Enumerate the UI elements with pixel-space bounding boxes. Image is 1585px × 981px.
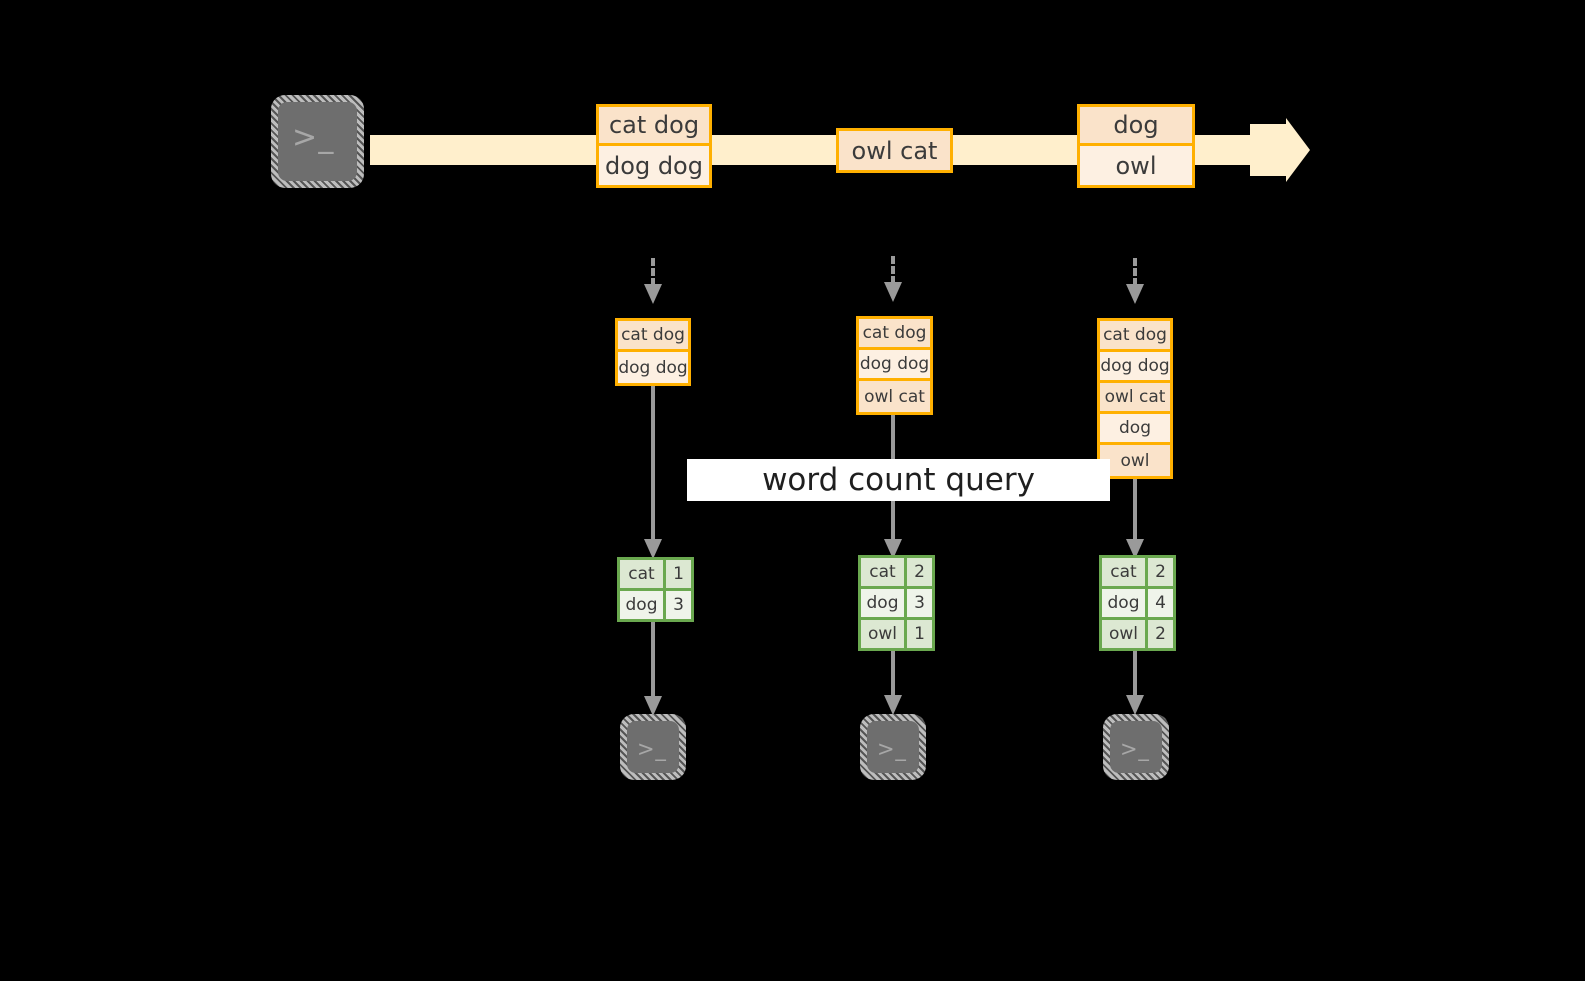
sink-terminal-icon-1: >_ xyxy=(620,714,686,780)
table-row: owl 2 xyxy=(1102,620,1173,648)
query-label-band: word count query xyxy=(687,459,1110,501)
word-cell: dog xyxy=(1102,589,1148,617)
count-cell: 3 xyxy=(907,589,932,617)
connector-line xyxy=(1133,651,1137,697)
word-cell: cat xyxy=(620,560,666,588)
state-row: cat dog xyxy=(618,321,688,352)
terminal-screen xyxy=(627,721,679,773)
stream-event-line: owl cat xyxy=(839,131,950,170)
word-cell: cat xyxy=(861,558,907,586)
result-table-3: cat 2 dog 4 owl 2 xyxy=(1099,555,1176,651)
terminal-prompt-glyph: >_ xyxy=(1120,737,1150,761)
terminal-screen xyxy=(1110,721,1162,773)
state-row: dog dog xyxy=(1100,352,1170,383)
state-row: dog dog xyxy=(859,350,930,381)
word-cell: cat xyxy=(1102,558,1148,586)
count-cell: 1 xyxy=(666,560,691,588)
count-cell: 4 xyxy=(1148,589,1173,617)
connector-line xyxy=(891,651,895,697)
table-row: cat 2 xyxy=(861,558,932,589)
table-row: dog 4 xyxy=(1102,589,1173,620)
terminal-screen xyxy=(867,721,919,773)
source-terminal-icon: >_ xyxy=(271,95,364,188)
terminal-prompt-glyph: >_ xyxy=(292,120,335,155)
arrowhead xyxy=(1126,695,1144,715)
state-store-1: cat dog dog dog xyxy=(615,318,691,386)
table-row: cat 1 xyxy=(620,560,691,591)
sink-terminal-icon-2: >_ xyxy=(860,714,926,780)
arrowhead xyxy=(644,284,662,304)
word-cell: dog xyxy=(620,591,666,619)
connector-line xyxy=(651,620,655,698)
connector-line xyxy=(651,258,655,286)
stream-event-group-2: owl cat xyxy=(836,128,953,173)
table-row: owl 1 xyxy=(861,620,932,648)
count-cell: 3 xyxy=(666,591,691,619)
connector-line xyxy=(651,383,655,541)
connector-line xyxy=(891,256,895,284)
stream-event-group-3: dog owl xyxy=(1077,104,1195,188)
arrowhead xyxy=(644,539,662,559)
table-row: cat 2 xyxy=(1102,558,1173,589)
table-row: dog 3 xyxy=(620,591,691,619)
terminal-prompt-glyph: >_ xyxy=(877,737,907,761)
state-row: owl cat xyxy=(859,381,930,412)
state-row: cat dog xyxy=(859,319,930,350)
connector-line xyxy=(1133,258,1137,286)
count-cell: 2 xyxy=(1148,620,1173,648)
word-cell: owl xyxy=(861,620,907,648)
count-cell: 2 xyxy=(907,558,932,586)
word-cell: dog xyxy=(861,589,907,617)
count-cell: 2 xyxy=(1148,558,1173,586)
result-table-1: cat 1 dog 3 xyxy=(617,557,694,622)
stream-arrow-head xyxy=(1250,118,1310,182)
word-cell: owl xyxy=(1102,620,1148,648)
state-row: dog xyxy=(1100,414,1170,445)
terminal-prompt-glyph: >_ xyxy=(637,737,667,761)
stream-event-group-1: cat dog dog dog xyxy=(596,104,712,188)
arrowhead xyxy=(644,696,662,716)
stream-event-line: owl xyxy=(1080,146,1192,185)
count-cell: 1 xyxy=(907,620,932,648)
arrowhead xyxy=(884,282,902,302)
state-row: owl cat xyxy=(1100,383,1170,414)
table-row: dog 3 xyxy=(861,589,932,620)
stream-event-line: dog dog xyxy=(599,146,709,185)
state-store-2: cat dog dog dog owl cat xyxy=(856,316,933,415)
result-table-2: cat 2 dog 3 owl 1 xyxy=(858,555,935,651)
stream-event-line: cat dog xyxy=(599,107,709,146)
sink-terminal-icon-3: >_ xyxy=(1103,714,1169,780)
connector-line xyxy=(1133,475,1137,541)
state-row: owl xyxy=(1100,445,1170,476)
state-store-3: cat dog dog dog owl cat dog owl xyxy=(1097,318,1173,479)
arrowhead xyxy=(1126,284,1144,304)
stream-event-line: dog xyxy=(1080,107,1192,146)
state-row: dog dog xyxy=(618,352,688,383)
query-label-text: word count query xyxy=(762,462,1035,498)
terminal-screen xyxy=(278,102,357,181)
arrowhead xyxy=(884,695,902,715)
state-row: cat dog xyxy=(1100,321,1170,352)
